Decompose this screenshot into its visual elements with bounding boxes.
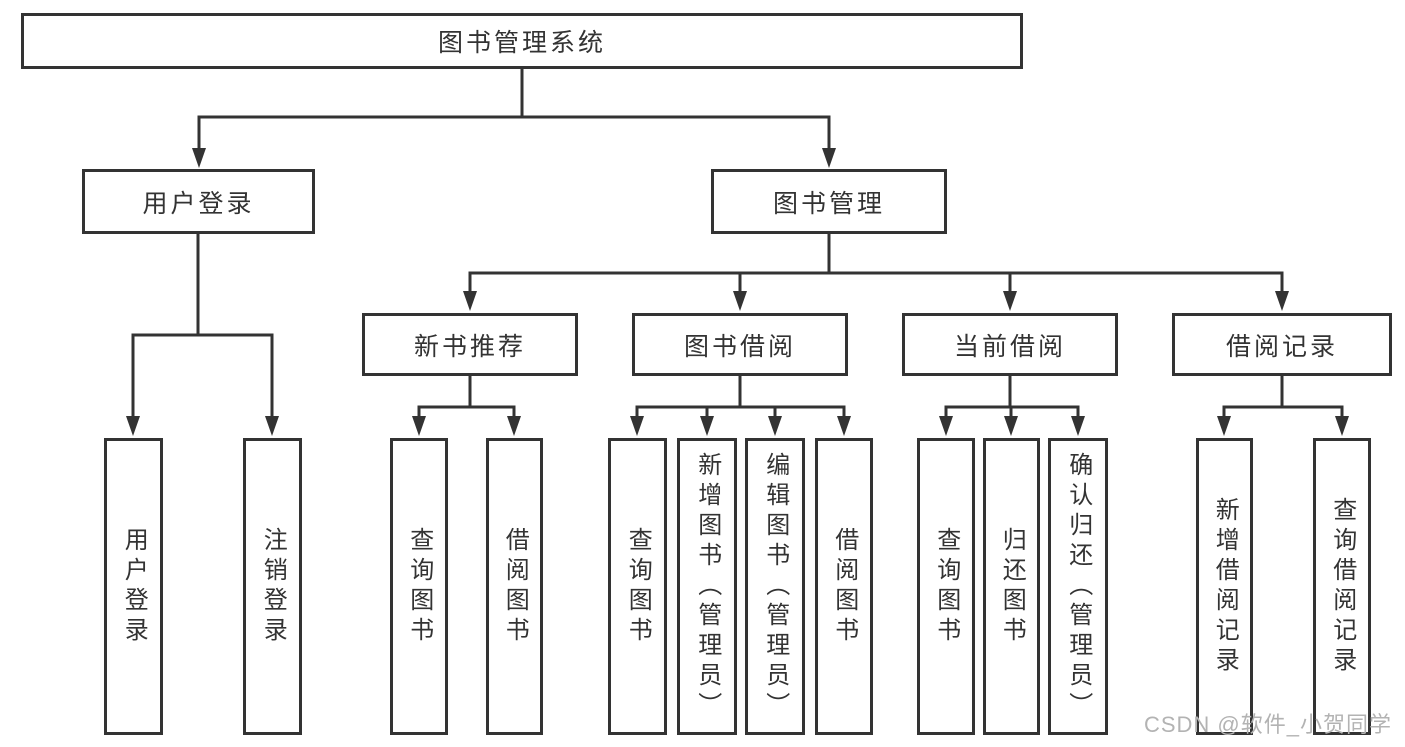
leaf-node-add-borrow-record: 新增借阅记录 — [1196, 438, 1253, 735]
leaf-node-logout: 注销登录 — [243, 438, 302, 735]
node-user-login: 用户登录 — [82, 169, 315, 234]
connector-userlogin-children — [131, 234, 274, 418]
node-new-book-recommend: 新书推荐 — [362, 313, 578, 376]
node-current-borrowing: 当前借阅 — [902, 313, 1118, 376]
arrowheads-userlogin-children — [126, 416, 279, 436]
arrowheads-newbook-children — [412, 416, 521, 436]
node-borrowing-records: 借阅记录 — [1172, 313, 1392, 376]
arrowheads-current-children — [939, 416, 1085, 436]
connector-current-children — [944, 376, 1080, 418]
leaf-node-query-books-borrowing: 查询图书 — [608, 438, 667, 735]
node-book-management: 图书管理 — [711, 169, 947, 234]
connector-bookmgmt-to-level2 — [468, 234, 1284, 293]
leaf-node-query-borrow-record: 查询借阅记录 — [1313, 438, 1371, 735]
leaf-node-return-books: 归还图书 — [983, 438, 1040, 735]
arrowheads-records-children — [1217, 416, 1349, 436]
connector-borrowing-children — [635, 376, 846, 418]
leaf-node-add-books-admin: 新增图书（管理员） — [677, 438, 737, 735]
leaf-node-edit-books-admin: 编辑图书（管理员） — [745, 438, 805, 735]
node-book-borrowing: 图书借阅 — [632, 313, 848, 376]
leaf-node-borrow-books-recommend: 借阅图书 — [486, 438, 543, 735]
csdn-watermark: CSDN @软件_小贺同学 — [1143, 712, 1392, 737]
leaf-node-query-books-recommend: 查询图书 — [390, 438, 448, 735]
node-root-system: 图书管理系统 — [21, 13, 1023, 69]
arrowheads-level2 — [463, 291, 1289, 311]
arrowheads-borrowing-children — [630, 416, 851, 436]
leaf-node-user-login: 用户登录 — [104, 438, 163, 735]
arrowheads-level1 — [192, 148, 836, 168]
leaf-node-borrow-books-borrowing: 借阅图书 — [815, 438, 873, 735]
connector-records-children — [1222, 376, 1344, 418]
connector-root-to-level1 — [197, 69, 831, 151]
connector-newbook-children — [417, 376, 516, 418]
leaf-node-query-books-current: 查询图书 — [917, 438, 975, 735]
leaf-node-confirm-return-admin: 确认归还（管理员） — [1048, 438, 1108, 735]
